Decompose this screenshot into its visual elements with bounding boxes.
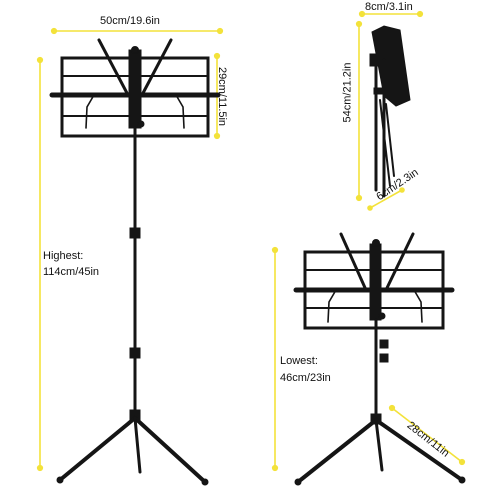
extension-arm xyxy=(140,38,173,97)
leg-foot xyxy=(56,476,64,484)
page-clip xyxy=(175,94,185,129)
dim-cap xyxy=(271,464,279,472)
dim-cap xyxy=(355,194,363,202)
dim-cap xyxy=(367,205,373,211)
dim-cap xyxy=(358,10,366,18)
tripod-leg xyxy=(58,416,137,482)
dim-cap xyxy=(355,20,363,28)
leg-foot xyxy=(294,478,302,486)
center-bracket xyxy=(369,243,382,321)
leg-foot xyxy=(458,476,466,484)
label-highest-title: Highest: xyxy=(43,250,84,262)
dim-cap xyxy=(213,52,221,60)
folded-stand xyxy=(369,25,411,198)
label-folded-width: 8cm/3.1in xyxy=(365,1,413,13)
dim-cap xyxy=(458,458,466,466)
folded-tube xyxy=(379,99,391,187)
tripod-leg xyxy=(374,418,464,482)
tripod-leg xyxy=(374,418,384,472)
label-desk-height: 29cm/11.5in xyxy=(216,66,229,127)
knob xyxy=(137,120,145,128)
joint xyxy=(129,227,141,239)
dim-cap xyxy=(36,56,44,64)
label-folded-length: 54cm/21.2in xyxy=(341,62,354,123)
dimension-lines xyxy=(36,10,466,472)
dim-cap xyxy=(216,27,224,35)
tripod-leg xyxy=(133,416,207,484)
label-lowest-title: Lowest: xyxy=(280,355,318,367)
joint xyxy=(379,339,389,349)
label-lowest-value: 46cm/23in xyxy=(280,372,331,384)
folded-joint xyxy=(373,87,385,95)
page-clip xyxy=(413,289,423,323)
dim-line-folded-depth xyxy=(369,189,403,209)
dim-cap xyxy=(271,246,279,254)
dim-cap xyxy=(416,10,424,18)
dim-line-leg-spread xyxy=(391,407,463,463)
dim-cap xyxy=(213,132,221,140)
extension-arm xyxy=(97,38,130,97)
label-top-width: 50cm/19.6in xyxy=(100,15,160,27)
folded-desk xyxy=(371,25,411,107)
tripod-leg xyxy=(296,418,378,484)
center-bracket xyxy=(128,49,142,129)
tripod-leg xyxy=(133,416,142,474)
extension-arm xyxy=(339,232,368,292)
leg-foot xyxy=(201,478,209,486)
joint xyxy=(129,347,141,359)
label-highest-value: 114cm/45in xyxy=(43,266,100,278)
dim-cap xyxy=(388,404,396,412)
extension-arm xyxy=(384,232,415,292)
tall-stand xyxy=(49,38,221,486)
dim-cap xyxy=(36,464,44,472)
knob xyxy=(372,239,380,247)
folded-tube xyxy=(385,103,395,177)
knob xyxy=(131,46,139,54)
page-clip xyxy=(85,94,95,129)
page-clip xyxy=(327,289,337,323)
folded-knob xyxy=(369,53,379,67)
dim-cap xyxy=(50,27,58,35)
dim-cap xyxy=(399,187,405,193)
joint xyxy=(379,353,389,363)
short-stand xyxy=(293,232,466,486)
knob xyxy=(378,312,386,320)
